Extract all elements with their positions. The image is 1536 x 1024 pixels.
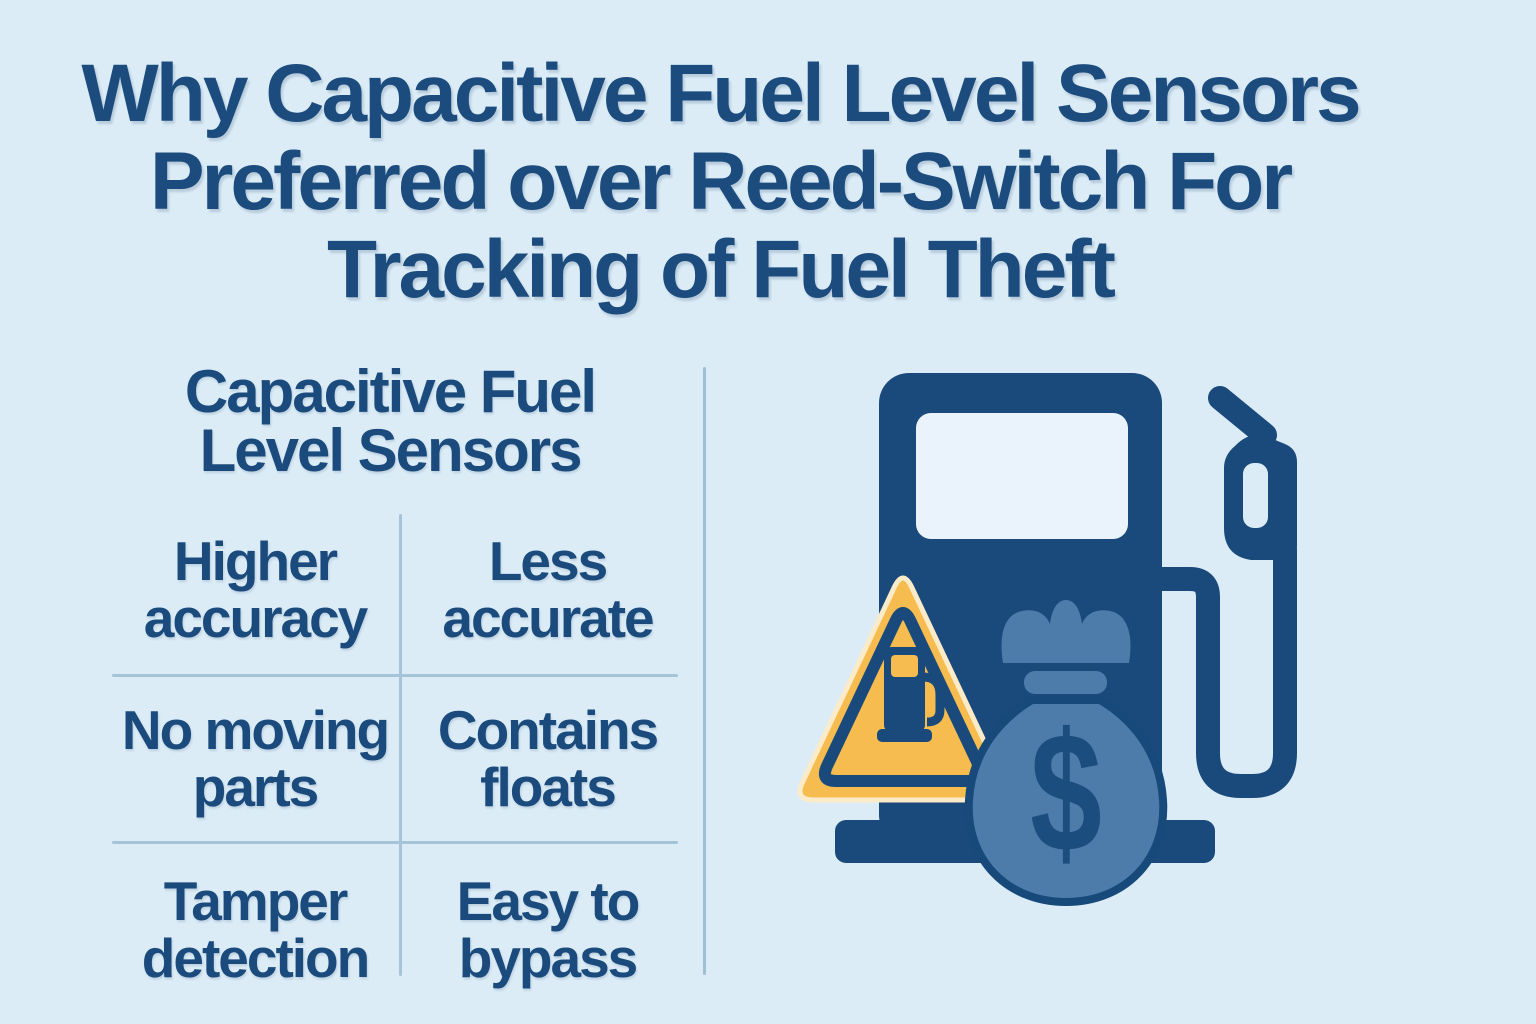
comparison-table: Higher accuracy Less accurate No moving … <box>110 505 695 1017</box>
fuel-theft-illustration: $ <box>797 373 1297 906</box>
cell-capacitive-accuracy: Higher accuracy <box>143 530 369 649</box>
pump-hose <box>1162 548 1297 798</box>
fuel-nozzle-icon <box>1162 386 1297 798</box>
cell-capacitive-tamper: Tamper detection <box>141 869 370 989</box>
table-row-divider-1 <box>112 674 678 677</box>
cell-capacitive-parts: No moving parts <box>121 698 390 818</box>
mini-pump-handle <box>922 672 945 727</box>
table-row-divider-2 <box>112 841 678 844</box>
nozzle-slot <box>1243 463 1268 528</box>
table-row: No moving parts <box>110 675 400 842</box>
page-title: Why Capacitive Fuel Level Sensors Prefer… <box>0 50 1440 314</box>
title-line-3: Tracking of Fuel Theft <box>327 224 1116 315</box>
bag-body <box>964 696 1168 906</box>
table-header-line-2: Level Sensors <box>199 417 583 484</box>
bag-band <box>1024 671 1107 694</box>
mini-pump-screen <box>891 655 918 677</box>
pump-screen <box>916 413 1128 539</box>
mini-fuel-pump-icon <box>877 647 945 742</box>
bag-knot <box>1001 600 1131 663</box>
table-header: Capacitive Fuel Level Sensors <box>110 358 670 484</box>
table-row: Easy to bypass <box>400 842 695 1017</box>
table-row: Contains floats <box>400 675 695 842</box>
cell-reed-accuracy: Less accurate <box>442 530 654 649</box>
table-header-line-1: Capacitive Fuel <box>184 358 597 425</box>
money-bag-icon: $ <box>964 600 1168 906</box>
nozzle-spout <box>1208 386 1277 447</box>
warning-triangle-icon <box>797 575 1009 803</box>
table-row: Tamper detection <box>110 842 400 1017</box>
dollar-sign: $ <box>1030 697 1102 887</box>
table-column-divider <box>399 514 402 976</box>
section-divider <box>703 367 706 975</box>
table-row: Less accurate <box>400 505 695 675</box>
cell-reed-floats: Contains floats <box>437 698 659 818</box>
title-line-1: Why Capacitive Fuel Level Sensors <box>81 48 1361 139</box>
cell-reed-bypass: Easy to bypass <box>456 869 641 989</box>
table-row: Higher accuracy <box>110 505 400 675</box>
mini-pump-base <box>877 729 932 742</box>
title-line-2: Preferred over Reed-Switch For <box>149 136 1293 227</box>
